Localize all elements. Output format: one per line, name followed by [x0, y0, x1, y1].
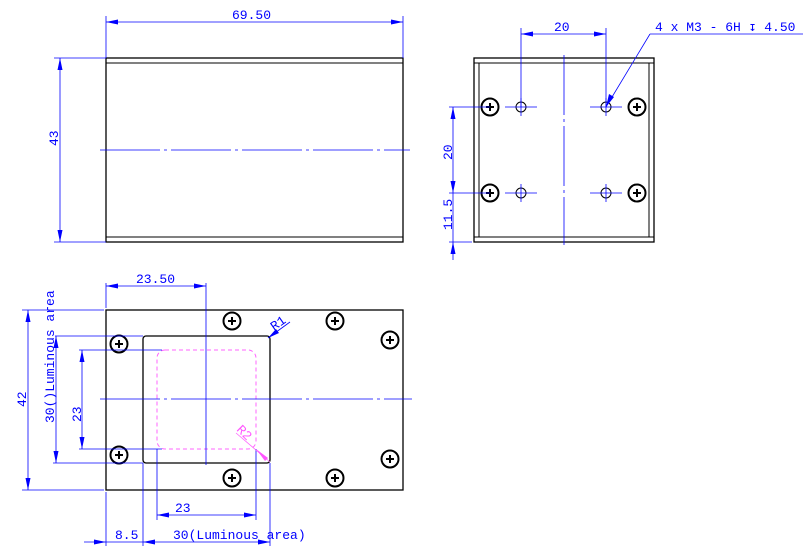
center-offset: 23.50 — [136, 272, 175, 287]
screw-icon — [380, 330, 400, 350]
hole-spacing-horizontal: 20 — [554, 20, 570, 35]
height-dimension: 42 — [15, 391, 30, 407]
threaded-holes — [505, 98, 622, 202]
screw-icon — [627, 97, 647, 117]
inner-height: 23 — [70, 406, 85, 422]
rear-view: 20 4 x M3 - 6H ↧ 4.50 20 11.5 — [441, 20, 803, 260]
luminous-width: 30(Luminous area) — [173, 528, 306, 543]
height-dimension: 43 — [47, 130, 62, 146]
outer-radius: R1 — [268, 313, 290, 334]
hole-callout: 4 x M3 - 6H ↧ 4.50 — [655, 20, 795, 35]
left-offset: 8.5 — [115, 528, 138, 543]
luminous-area — [156, 349, 257, 450]
luminous-height: 30()Luminous area — [43, 290, 58, 423]
screw-icon — [627, 183, 647, 203]
front-view: 23.50 42 30()Luminous area 23 23 8.5 30(… — [15, 272, 412, 546]
screw-icon — [222, 468, 242, 488]
inner-radius: R2 — [233, 422, 255, 444]
inner-width: 23 — [175, 501, 191, 516]
light-window — [142, 335, 271, 464]
hole-spacing-vertical: 20 — [441, 144, 456, 160]
screw-icon — [222, 311, 242, 331]
bottom-offset: 11.5 — [441, 199, 456, 230]
width-dimension: 69.50 — [232, 8, 271, 23]
front-view-body — [105, 309, 404, 491]
screw-icon — [325, 468, 345, 488]
screw-icon — [380, 449, 400, 469]
side-view: 69.50 43 — [47, 8, 410, 243]
screw-icon — [325, 311, 345, 331]
